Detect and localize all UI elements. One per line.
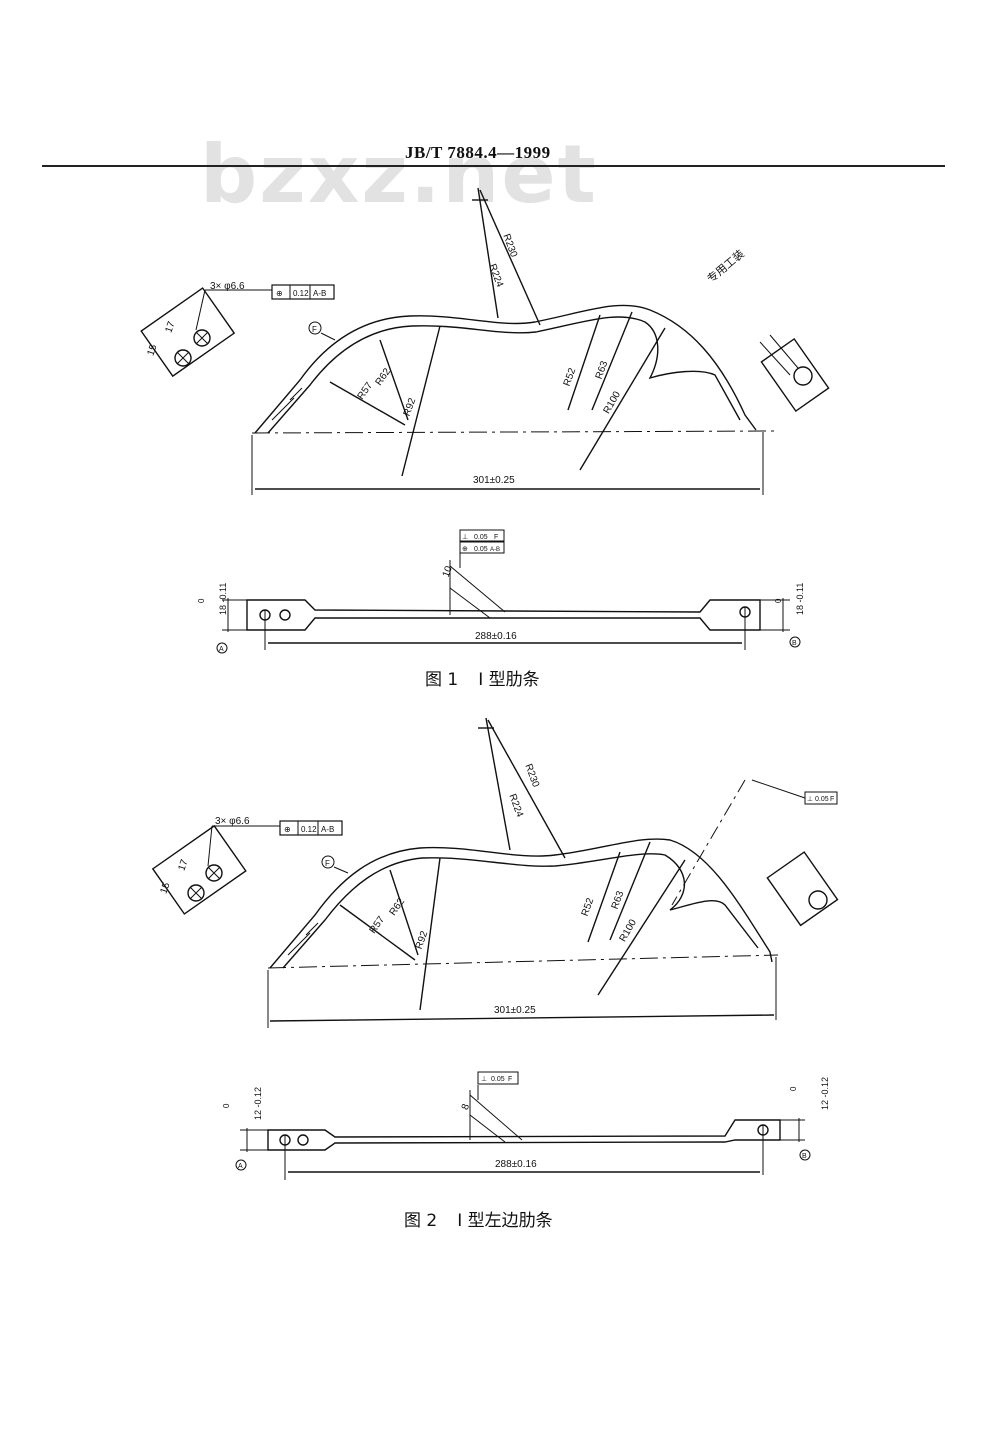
svg-text:0.12: 0.12 <box>301 825 317 834</box>
svg-text:F: F <box>830 796 834 803</box>
hole-callout: 3× φ6.6 <box>210 281 245 292</box>
svg-text:0: 0 <box>789 1086 798 1091</box>
svg-text:F: F <box>494 534 498 541</box>
svg-text:R57: R57 <box>356 380 376 402</box>
svg-text:⊕: ⊕ <box>462 546 468 553</box>
svg-text:12 -0.12: 12 -0.12 <box>253 1087 263 1120</box>
svg-text:F: F <box>325 859 330 868</box>
svg-text:专用工装: 专用工装 <box>704 247 747 286</box>
svg-text:288±0.16: 288±0.16 <box>475 631 517 642</box>
figure1-elevation <box>140 187 830 495</box>
watermark: bzxz.net <box>200 128 598 221</box>
svg-text:288±0.16: 288±0.16 <box>495 1159 537 1170</box>
header-rule <box>42 165 945 167</box>
figure2-plan <box>235 1071 811 1180</box>
svg-text:A-B: A-B <box>321 825 334 834</box>
svg-text:A: A <box>238 1163 243 1170</box>
svg-text:0.05: 0.05 <box>491 1076 505 1083</box>
svg-text:15: 15 <box>145 343 159 358</box>
svg-text:⊕: ⊕ <box>276 289 283 298</box>
svg-text:⊥: ⊥ <box>462 534 468 541</box>
standard-number: JB/T 7884.4—1999 <box>405 143 551 162</box>
svg-text:R92: R92 <box>402 396 419 417</box>
svg-text:17: 17 <box>163 320 177 335</box>
svg-text:R224: R224 <box>506 793 525 820</box>
svg-text:3× φ6.6: 3× φ6.6 <box>215 816 250 827</box>
svg-text:0: 0 <box>197 598 206 603</box>
svg-text:⊥: ⊥ <box>481 1076 487 1083</box>
svg-text:R57: R57 <box>368 914 388 936</box>
svg-text:B: B <box>792 640 797 647</box>
figure2-caption: 图 2 I 型左边肋条 <box>404 1206 553 1231</box>
svg-text:F: F <box>312 325 317 334</box>
svg-text:15: 15 <box>158 881 172 896</box>
svg-text:0.05: 0.05 <box>815 796 829 803</box>
svg-text:12 -0.12: 12 -0.12 <box>820 1077 830 1110</box>
figure2-labels: 3× φ6.6 ⊕ 0.12 A-B 15 17 F R230 R224 R57… <box>158 763 834 1016</box>
svg-text:⊕: ⊕ <box>284 825 291 834</box>
svg-text:F: F <box>508 1076 512 1083</box>
figure2-caption-number: 图 2 <box>404 1211 438 1231</box>
svg-text:R230: R230 <box>522 763 541 790</box>
svg-text:A: A <box>219 646 224 653</box>
svg-text:0: 0 <box>774 598 783 603</box>
svg-text:18 -0.11: 18 -0.11 <box>218 583 228 615</box>
svg-text:⊥: ⊥ <box>807 796 813 803</box>
figure1-caption-number: 图 1 <box>425 670 459 690</box>
svg-text:0.12: 0.12 <box>293 289 309 298</box>
svg-text:301±0.25: 301±0.25 <box>494 1005 536 1016</box>
svg-text:R52: R52 <box>580 896 597 917</box>
svg-text:18 -0.11: 18 -0.11 <box>795 583 805 615</box>
svg-text:8: 8 <box>460 1102 472 1111</box>
svg-text:R63: R63 <box>610 889 627 910</box>
figure1-caption-text: I 型肋条 <box>478 670 540 690</box>
figure2-plan-labels: ⊥ 0.05 F 8 288±0.16 12 -0.12 0 12 -0.12 … <box>222 1076 830 1170</box>
figure1-plan <box>216 529 801 654</box>
svg-text:0.05: 0.05 <box>474 534 488 541</box>
svg-text:A-B: A-B <box>490 547 500 553</box>
svg-text:17: 17 <box>176 858 190 873</box>
figure2-elevation <box>151 717 839 1028</box>
figure1-plan-labels: ⊥ 0.05 F ⊕ 0.05 A-B 10 288±0.16 18 -0.11… <box>197 534 805 653</box>
svg-text:0: 0 <box>222 1103 231 1108</box>
svg-text:10: 10 <box>441 564 455 579</box>
figure1-caption: 图 1 I 型肋条 <box>425 665 540 690</box>
length-dim: 301±0.25 <box>473 475 515 486</box>
svg-text:0.05: 0.05 <box>474 546 488 553</box>
svg-text:B: B <box>802 1153 807 1160</box>
svg-text:R100: R100 <box>618 917 640 944</box>
svg-text:R224: R224 <box>486 263 505 290</box>
svg-text:A-B: A-B <box>313 289 326 298</box>
svg-text:R230: R230 <box>500 233 519 260</box>
figure2-caption-text: I 型左边肋条 <box>457 1211 553 1231</box>
